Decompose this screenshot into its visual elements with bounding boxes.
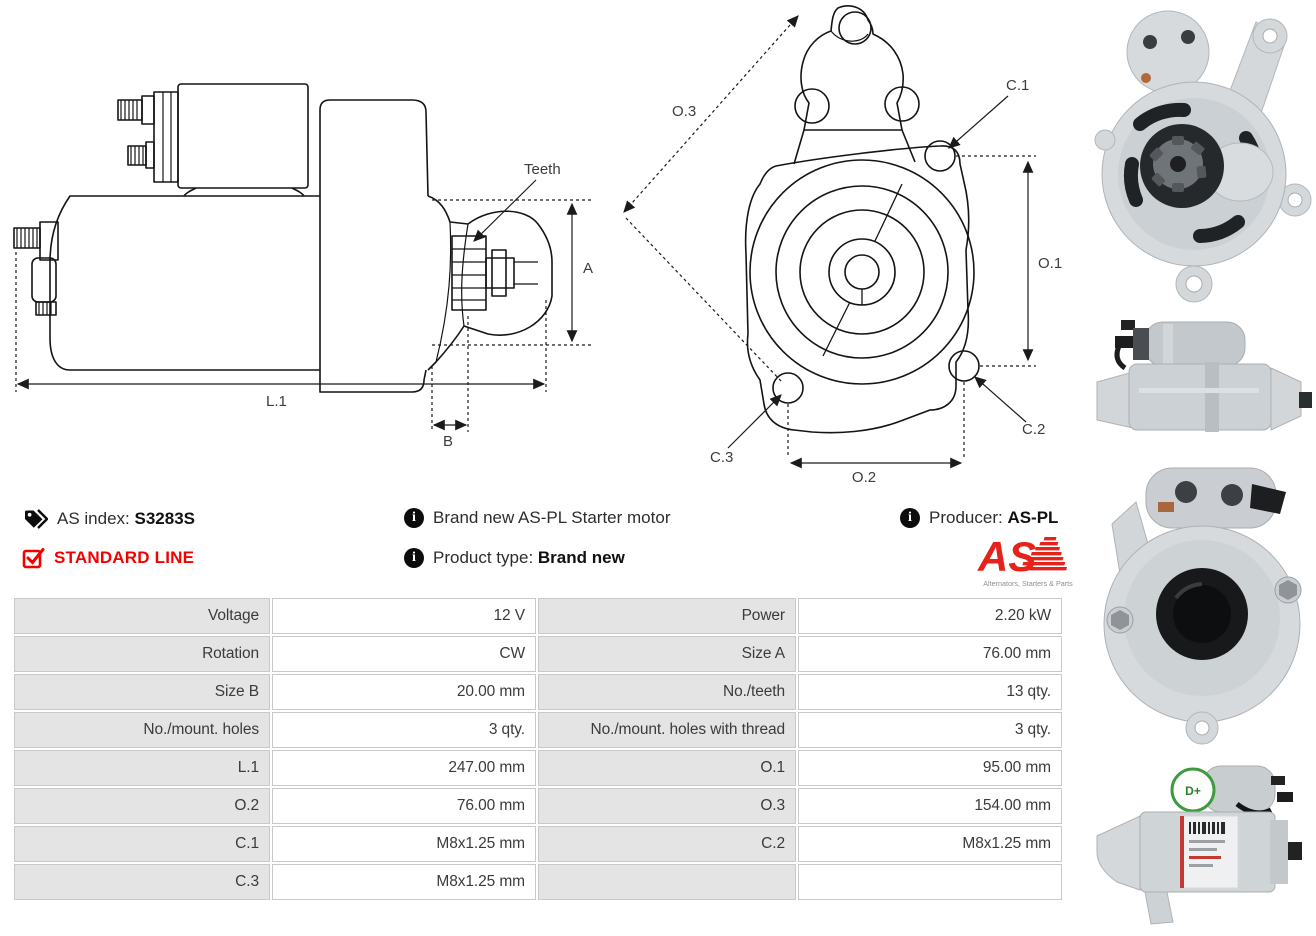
spec-value: 247.00 mm (272, 750, 536, 786)
spec-label: C.3 (14, 864, 270, 900)
spec-label: Voltage (14, 598, 270, 634)
as-index-label: AS index: (57, 509, 130, 528)
dim-label-c3: C.3 (710, 449, 733, 466)
front-view-technical-drawing: O.3 C.1 O.1 C.2 C.3 O.2 (623, 5, 1062, 486)
spec-label: O.1 (538, 750, 796, 786)
spec-label: O.3 (538, 788, 796, 824)
dim-label-teeth: Teeth (524, 161, 561, 178)
product-description: i Brand new AS-PL Starter motor (404, 508, 670, 528)
dim-label-a: A (583, 260, 593, 277)
product-photo-side-label: D+ (1096, 765, 1302, 925)
spec-value: M8x1.25 mm (272, 864, 536, 900)
producer-value: AS-PL (1007, 508, 1059, 527)
info-icon: i (404, 508, 424, 528)
producer: i Producer: AS-PL (900, 508, 1058, 528)
dim-label-o3: O.3 (672, 103, 696, 120)
spec-label: C.2 (538, 826, 796, 862)
dim-label-l1: L.1 (266, 393, 287, 410)
dim-label-b: B (443, 433, 453, 450)
info-icon: i (900, 508, 920, 528)
product-photo-side (1096, 320, 1312, 432)
spec-value: 95.00 mm (798, 750, 1062, 786)
spec-label: No./mount. holes (14, 712, 270, 748)
dim-label-o2: O.2 (852, 469, 876, 486)
product-photo-rear (1103, 467, 1302, 745)
svg-text:D+: D+ (1185, 784, 1201, 798)
product-type-value: Brand new (537, 548, 625, 567)
product-type-label: Product type: (433, 548, 534, 567)
spec-value: 3 qty. (272, 712, 536, 748)
side-view-technical-drawing: Teeth A L.1 B (13, 83, 594, 450)
logo-wordmark: AS (977, 533, 1036, 580)
spec-label: Size A (538, 636, 796, 672)
info-icon: i (404, 548, 424, 568)
spec-label: Rotation (14, 636, 270, 672)
as-index: AS index: S3283S (22, 507, 195, 531)
product-photo-front-bracket (1094, 10, 1312, 303)
spec-label: No./mount. holes with thread (538, 712, 796, 748)
spec-value: M8x1.25 mm (798, 826, 1062, 862)
logo-tagline: Alternators, Starters & Parts (983, 579, 1073, 588)
spec-label: L.1 (14, 750, 270, 786)
spec-label (538, 864, 796, 900)
spec-value: 154.00 mm (798, 788, 1062, 824)
spec-value (798, 864, 1062, 900)
as-pl-logo: AS Alternators, Starters & Parts (977, 533, 1073, 588)
spec-value: 20.00 mm (272, 674, 536, 710)
standard-line-badge: STANDARD LINE (22, 546, 194, 570)
as-index-value: S3283S (134, 509, 196, 528)
spec-value: 12 V (272, 598, 536, 634)
spec-value: 3 qty. (798, 712, 1062, 748)
spec-label: Power (538, 598, 796, 634)
spec-label: C.1 (14, 826, 270, 862)
spec-label: Size B (14, 674, 270, 710)
dim-label-c2: C.2 (1022, 421, 1045, 438)
product-description-text: Brand new AS-PL Starter motor (433, 508, 671, 527)
spec-label: O.2 (14, 788, 270, 824)
spec-label: No./teeth (538, 674, 796, 710)
standard-line-label: STANDARD LINE (54, 548, 195, 567)
checkbox-checked-icon (22, 548, 45, 569)
spec-value: 13 qty. (798, 674, 1062, 710)
tag-icon (25, 509, 48, 529)
producer-label: Producer: (929, 508, 1003, 527)
spec-value: 76.00 mm (272, 788, 536, 824)
spec-value: 76.00 mm (798, 636, 1062, 672)
dim-label-c1: C.1 (1006, 77, 1029, 94)
dim-label-o1: O.1 (1038, 255, 1062, 272)
spec-value: CW (272, 636, 536, 672)
product-type: i Product type: Brand new (404, 548, 625, 568)
spec-value: M8x1.25 mm (272, 826, 536, 862)
spec-value: 2.20 kW (798, 598, 1062, 634)
